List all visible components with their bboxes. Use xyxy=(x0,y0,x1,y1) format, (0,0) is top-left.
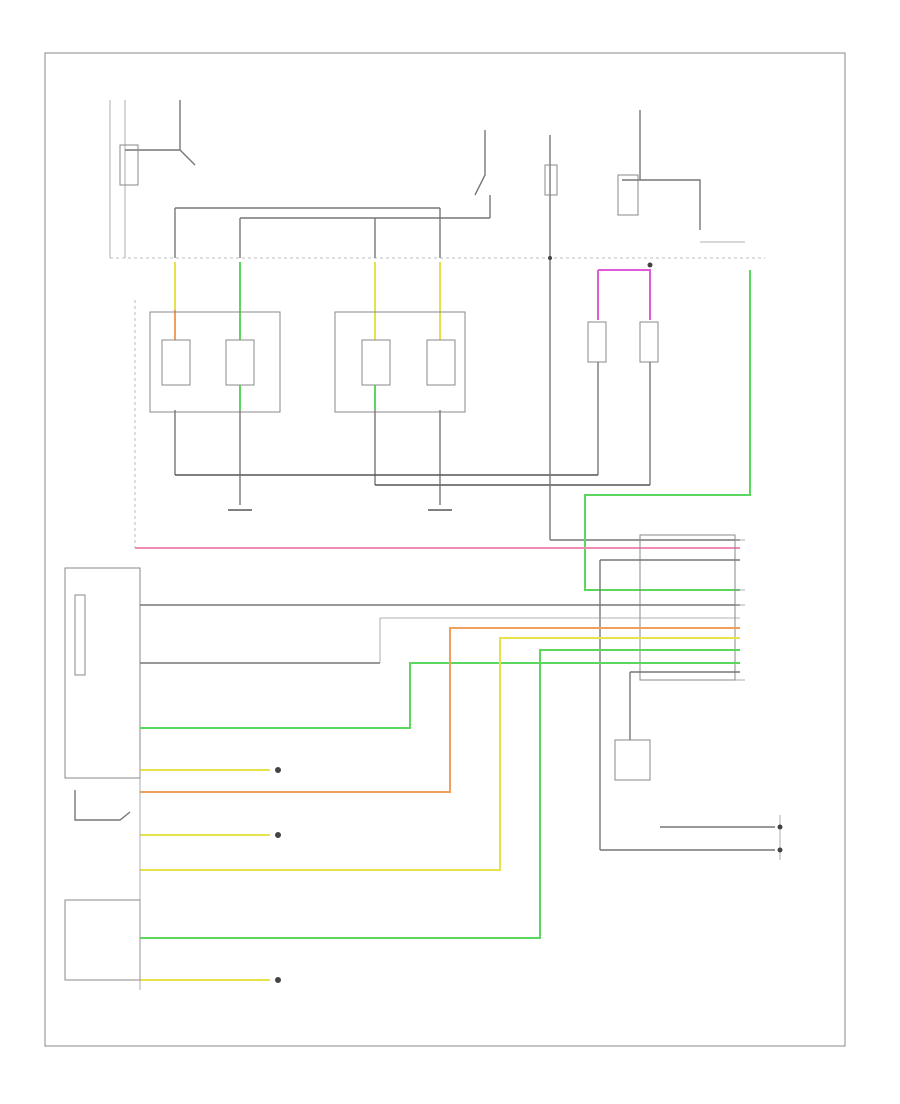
lamp-assembly-left xyxy=(149,311,281,413)
switch-mid xyxy=(474,130,486,196)
lamp-6 xyxy=(639,321,659,363)
lamp-2 xyxy=(225,339,255,386)
splice-7 xyxy=(777,847,783,853)
splice-3 xyxy=(275,977,281,983)
turn-signal-switch xyxy=(64,899,141,981)
module-sub-box xyxy=(614,739,651,781)
wire-green-switch xyxy=(140,662,740,729)
splice-1 xyxy=(275,767,281,773)
wire-orange-switch xyxy=(140,627,740,793)
splice-5 xyxy=(647,262,653,268)
lamp-3 xyxy=(361,339,391,386)
hazard-switch xyxy=(74,790,131,821)
module-connector xyxy=(639,534,736,681)
wire-yellow-3 xyxy=(140,637,740,871)
lamp-assembly-mid xyxy=(334,311,466,413)
relay-right-contact xyxy=(622,179,701,230)
splice-2 xyxy=(275,832,281,838)
headlamp-switch-contacts xyxy=(74,594,86,676)
relay-right xyxy=(617,174,639,216)
fuse-right xyxy=(544,164,558,196)
diagram-frame xyxy=(44,52,846,1047)
splice-6 xyxy=(777,824,783,830)
splice-4 xyxy=(548,256,552,260)
lamp-4 xyxy=(426,339,456,386)
lamp-5 xyxy=(587,321,607,363)
lamp-1 xyxy=(161,339,191,386)
wire-green-turn-switch xyxy=(140,649,740,939)
relay-left xyxy=(119,144,139,186)
wire-green-module xyxy=(584,270,751,591)
headlamp-switch xyxy=(64,567,141,779)
relay-switch-left xyxy=(125,149,196,166)
wire-magenta-right xyxy=(598,269,651,320)
